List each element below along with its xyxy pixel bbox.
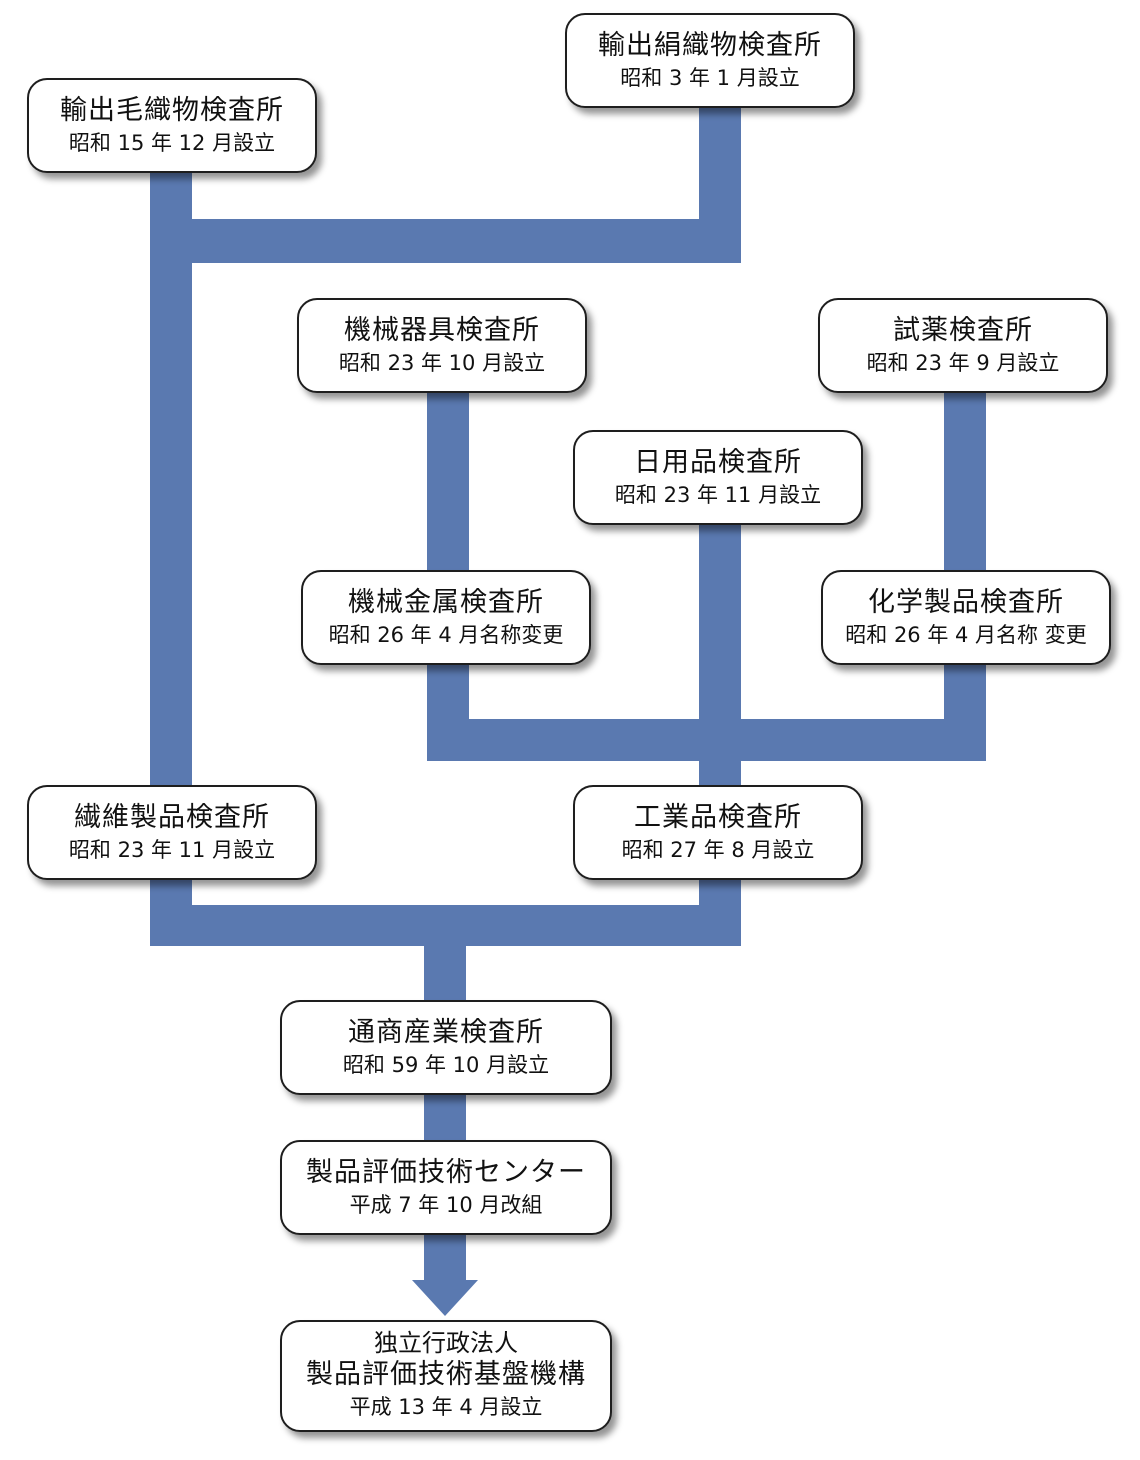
connector-textile-industrial-merge <box>150 905 741 946</box>
node-chemical-products-inspection: 化学製品検査所 昭和 26 年 4 月名称 変更 <box>821 570 1111 665</box>
node-name: 化学製品検査所 <box>868 587 1064 618</box>
connector-wool-silk-merge <box>150 219 741 263</box>
node-date: 平成 7 年 10 月改組 <box>349 1193 543 1217</box>
node-export-silk-inspection: 輸出絹織物検査所 昭和 3 年 1 月設立 <box>565 13 855 108</box>
node-product-evaluation-center: 製品評価技術センター 平成 7 年 10 月改組 <box>280 1140 612 1235</box>
arrow-head <box>412 1280 478 1316</box>
node-daily-goods-inspection: 日用品検査所 昭和 23 年 11 月設立 <box>573 430 863 525</box>
node-machinery-metal-inspection: 機械金属検査所 昭和 26 年 4 月名称変更 <box>301 570 591 665</box>
node-name: 輸出絹織物検査所 <box>598 30 822 61</box>
node-date: 昭和 27 年 8 月設立 <box>621 838 815 862</box>
node-name: 製品評価技術基盤機構 <box>306 1359 586 1390</box>
node-industrial-products-inspection: 工業品検査所 昭和 27 年 8 月設立 <box>573 785 863 880</box>
node-name: 通商産業検査所 <box>348 1017 544 1048</box>
node-date: 昭和 59 年 10 月設立 <box>342 1053 550 1077</box>
node-nite: 独立行政法人 製品評価技術基盤機構 平成 13 年 4 月設立 <box>280 1320 612 1432</box>
node-subtitle: 独立行政法人 <box>374 1329 518 1357</box>
arrow-shaft <box>424 1230 466 1282</box>
node-date: 昭和 23 年 9 月設立 <box>866 351 1060 375</box>
node-date: 昭和 23 年 10 月設立 <box>338 351 546 375</box>
node-name: 試薬検査所 <box>893 315 1033 346</box>
node-name: 機械器具検査所 <box>344 315 540 346</box>
node-date: 昭和 15 年 12 月設立 <box>68 131 276 155</box>
node-export-wool-inspection: 輸出毛織物検査所 昭和 15 年 12 月設立 <box>27 78 317 173</box>
connector-reagent-chemical <box>944 380 986 590</box>
connector-three-merge <box>427 719 986 761</box>
node-date: 平成 13 年 4 月設立 <box>349 1395 543 1419</box>
node-name: 日用品検査所 <box>634 447 802 478</box>
connector-daily-down <box>699 510 741 810</box>
connector-to-miti <box>424 940 466 1010</box>
node-date: 昭和 23 年 11 月設立 <box>68 838 276 862</box>
node-name: 繊維製品検査所 <box>74 802 270 833</box>
node-name: 輸出毛織物検査所 <box>60 95 284 126</box>
connector-wool-down <box>150 160 192 820</box>
node-textile-products-inspection: 繊維製品検査所 昭和 23 年 11 月設立 <box>27 785 317 880</box>
node-reagent-inspection: 試薬検査所 昭和 23 年 9 月設立 <box>818 298 1108 393</box>
node-date: 昭和 3 年 1 月設立 <box>620 66 800 90</box>
node-name: 製品評価技術センター <box>306 1157 586 1188</box>
node-machinery-inspection: 機械器具検査所 昭和 23 年 10 月設立 <box>297 298 587 393</box>
connector-machinery-metal <box>427 380 469 590</box>
node-name: 工業品検査所 <box>634 802 802 833</box>
node-miti-inspection: 通商産業検査所 昭和 59 年 10 月設立 <box>280 1000 612 1095</box>
node-date: 昭和 23 年 11 月設立 <box>614 483 822 507</box>
node-date: 昭和 26 年 4 月名称変更 <box>328 623 564 647</box>
node-date: 昭和 26 年 4 月名称 変更 <box>845 623 1087 647</box>
node-name: 機械金属検査所 <box>348 587 544 618</box>
